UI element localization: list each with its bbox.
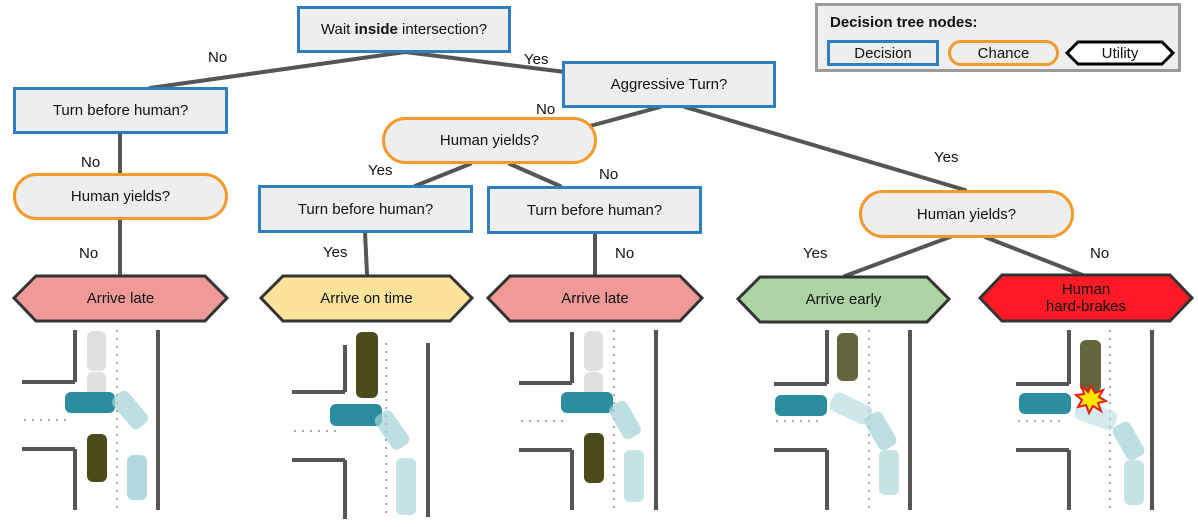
utility-text-line2: hard-brakes [1045, 298, 1127, 315]
legend-decision: Decision [827, 40, 939, 66]
edge-label-right-no: No [1090, 245, 1110, 262]
node-label: Turn before human? [52, 102, 189, 119]
robot-car [65, 392, 115, 413]
node-label: Turn before human? [526, 201, 663, 219]
robot-car-ghost [1124, 460, 1144, 505]
edge-label-right-yes: Yes [803, 245, 828, 262]
utility-text: Arrive early [805, 291, 882, 308]
utility-hex-1 [11, 274, 230, 323]
legend-decision-label: Decision [854, 44, 912, 62]
robot-car [1019, 393, 1071, 414]
human-car [87, 434, 107, 482]
human-car [356, 332, 378, 398]
utility-text-line1: Human [1061, 281, 1111, 298]
scene-3 [519, 330, 658, 510]
ghost-car [584, 331, 603, 371]
utility-hex-4 [735, 275, 952, 324]
utility-label-1: Arrive late [14, 276, 227, 321]
ghost-car [87, 331, 106, 371]
edge-label-left-no2: No [79, 245, 99, 262]
root-text-pre: Wait [320, 21, 355, 38]
scene-4 [774, 330, 912, 510]
robot-car-ghost [1112, 421, 1145, 461]
turn-before-human-mid1-node: Turn before human? [258, 185, 473, 233]
robot-car-ghost [624, 450, 644, 502]
utility-text: Arrive on time [320, 290, 413, 307]
legend: Decision tree nodes: Decision Chance Uti… [815, 3, 1181, 72]
edge-label-aggr-no: No [536, 101, 556, 118]
edge-label-root-no: No [208, 49, 228, 66]
node-label: Turn before human? [297, 200, 434, 218]
utility-text: Arrive late [86, 290, 155, 307]
robot-car-ghost [879, 450, 899, 495]
edge-label-mid1-yes: Yes [323, 244, 348, 261]
scene-1 [22, 330, 160, 510]
human-yields-left-node: Human yields? [13, 173, 228, 220]
human-car [1080, 340, 1101, 392]
root-text-bold: inside [354, 21, 398, 38]
human-yields-mid-node: Human yields? [382, 117, 597, 164]
human-car [837, 333, 858, 381]
robot-car-ghost [609, 400, 641, 440]
legend-chance: Chance [948, 40, 1059, 66]
node-label: Aggressive Turn? [610, 76, 728, 93]
human-yields-right-node: Human yields? [859, 190, 1074, 238]
robot-car [561, 392, 613, 413]
utility-label-5: Human hard-brakes [980, 275, 1192, 321]
robot-car-ghost [127, 455, 147, 500]
robot-car-ghost [111, 390, 149, 430]
robot-car-ghost [864, 411, 897, 451]
node-label: Human yields? [916, 205, 1017, 223]
edge-label-mid-no: No [599, 166, 619, 183]
human-car [584, 433, 604, 483]
edge-label-root-yes: Yes [524, 51, 549, 68]
edge-label-aggr-yes: Yes [934, 149, 959, 166]
utility-hex-2 [258, 274, 475, 323]
utility-label-2: Arrive on time [261, 276, 472, 321]
scene-2 [292, 332, 430, 519]
edge-label-mid-yes: Yes [368, 162, 393, 179]
utility-label-3: Arrive late [488, 276, 702, 321]
node-label: Human yields? [439, 132, 540, 149]
utility-text: Arrive late [561, 290, 629, 307]
utility-hex-3 [485, 274, 705, 323]
aggressive-turn-node: Aggressive Turn? [562, 61, 776, 108]
legend-chance-label: Chance [977, 44, 1030, 62]
robot-car [330, 404, 382, 426]
robot-car-ghost [829, 392, 873, 425]
scene-5 [1016, 330, 1154, 510]
utility-hex-5 [977, 273, 1195, 323]
legend-utility-label: Utility [1101, 44, 1139, 62]
robot-car [775, 395, 827, 416]
edge-label-mid2-no: No [615, 245, 635, 262]
turn-before-human-mid2-node: Turn before human? [487, 186, 702, 234]
root-decision-node: Wait inside intersection? [297, 6, 511, 53]
legend-utility: Utility [1064, 40, 1176, 66]
legend-utility-hex-icon [1064, 40, 1176, 66]
edge-label-left-no: No [81, 154, 101, 171]
turn-before-human-left-node: Turn before human? [13, 87, 228, 134]
collision-burst-icon [1073, 382, 1109, 416]
utility-label-4: Arrive early [738, 277, 949, 322]
legend-title: Decision tree nodes: [830, 14, 978, 31]
robot-car-ghost [1074, 400, 1118, 431]
node-label: Human yields? [70, 188, 171, 205]
root-text-post: intersection? [397, 21, 488, 38]
robot-car-ghost [396, 458, 416, 515]
robot-car-ghost [374, 410, 410, 450]
